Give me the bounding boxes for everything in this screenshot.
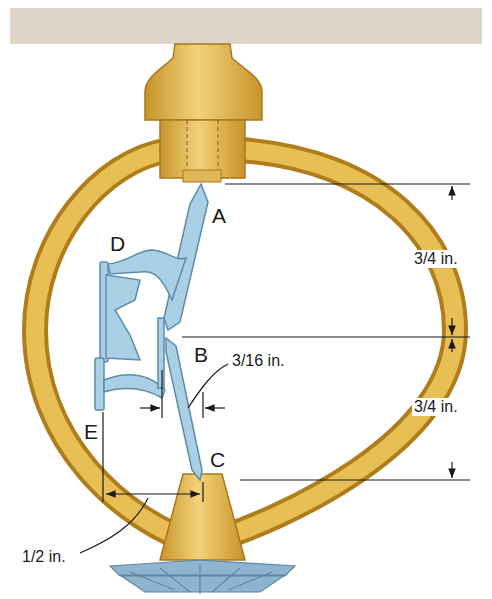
ceiling	[10, 8, 482, 44]
dimension-label: 3/16 in.	[230, 352, 286, 370]
point-label: E	[84, 420, 98, 443]
point-label: D	[110, 232, 125, 255]
linkage	[95, 184, 208, 480]
dimension-label: 3/4 in.	[412, 398, 460, 416]
fitting-neck	[160, 120, 245, 178]
point-label: A	[212, 204, 226, 227]
frame-arm	[35, 150, 455, 545]
dimension-label: 3/4 in.	[412, 250, 460, 268]
point-label: B	[194, 343, 208, 366]
frame-arm	[35, 150, 455, 545]
fitting	[145, 44, 262, 120]
point-label: C	[210, 448, 225, 471]
dimension-lines	[80, 184, 470, 553]
dimension-label: 1/2 in.	[20, 548, 68, 566]
boss	[160, 474, 245, 560]
deflector	[110, 560, 295, 592]
